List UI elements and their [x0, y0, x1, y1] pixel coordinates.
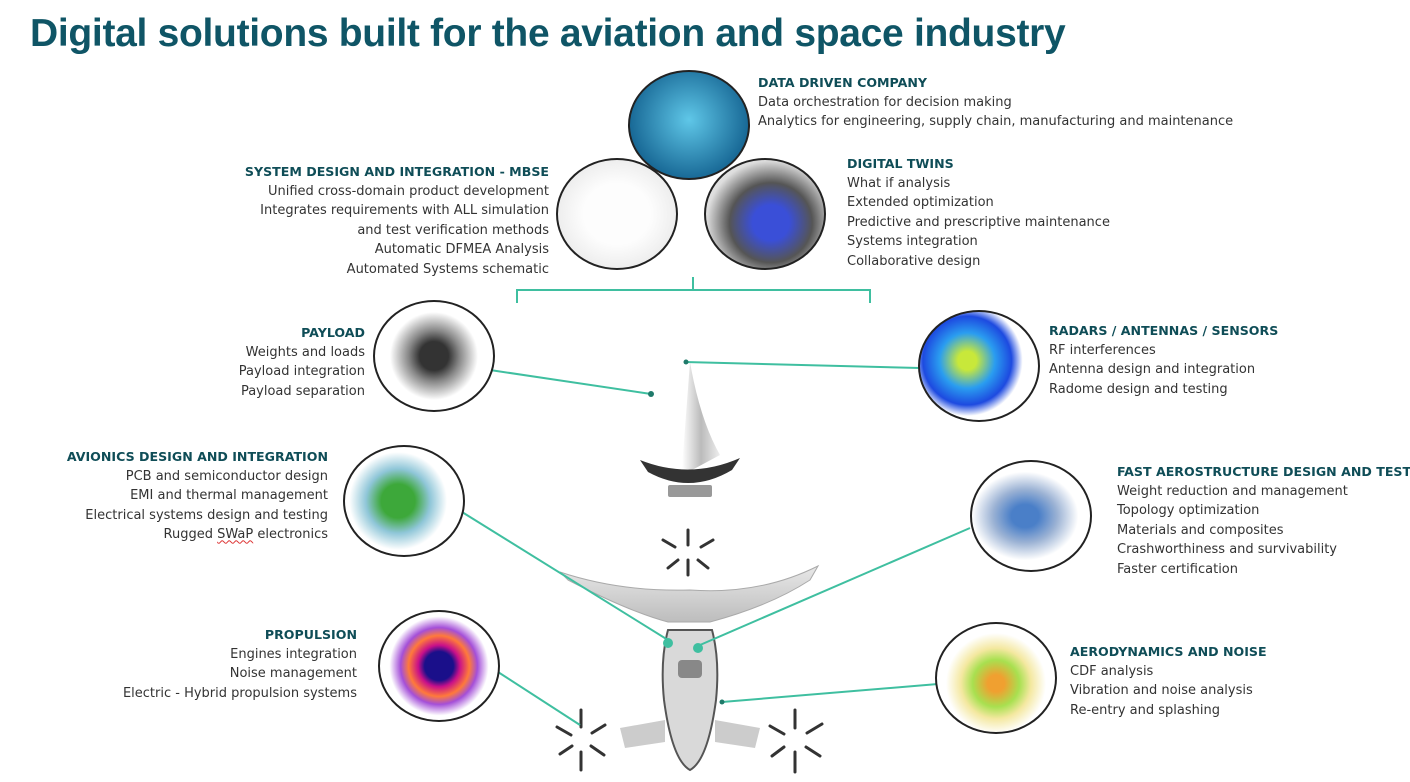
list-item: Rugged SWaP electronics	[67, 525, 328, 545]
aerodynamics-image	[935, 622, 1057, 734]
list-item: Materials and composites	[1117, 522, 1284, 538]
digital-twins-image	[704, 158, 826, 270]
list-item: Collaborative design	[847, 253, 981, 269]
propulsion-image	[378, 610, 500, 722]
list-item-text: electronics	[253, 527, 328, 543]
section-heading: PROPULSION	[264, 627, 357, 642]
list-item: Re-entry and splashing	[1070, 702, 1220, 718]
section-heading: SYSTEM DESIGN AND INTEGRATION - MBSE	[244, 164, 549, 179]
list-item: Predictive and prescriptive maintenance	[847, 214, 1110, 230]
payload-image	[373, 300, 495, 412]
section-heading: AERODYNAMICS AND NOISE	[1070, 644, 1267, 659]
mbse-image	[556, 158, 678, 270]
list-item-text: Rugged	[163, 527, 218, 543]
list-item: Crashworthiness and survivability	[1117, 542, 1337, 558]
list-item: Topology optimization	[1117, 503, 1260, 519]
list-item: Electric - Hybrid propulsion systems	[122, 685, 357, 701]
section-heading: PAYLOAD	[301, 325, 365, 340]
list-item: Electrical systems design and testing	[85, 507, 328, 523]
radars-image	[918, 310, 1040, 422]
list-item: RF interferences	[1049, 342, 1156, 358]
section-mbse: SYSTEM DESIGN AND INTEGRATION - MBSE Uni…	[245, 162, 549, 280]
list-item: What if analysis	[847, 175, 951, 191]
aircraft-illustration	[555, 362, 824, 774]
section-digital-twins: DIGITAL TWINS What if analysis Extended …	[847, 154, 1110, 272]
avionics-image	[343, 445, 465, 557]
list-item: Extended optimization	[847, 195, 994, 211]
list-item: Integrates requirements with ALL simulat…	[260, 203, 549, 219]
section-heading: DATA DRIVEN COMPANY	[758, 75, 928, 90]
section-aerostructure: FAST AEROSTRUCTURE DESIGN AND TEST Weigh…	[1117, 462, 1410, 580]
list-item: Automated Systems schematic	[346, 261, 549, 277]
list-item: Automatic DFMEA Analysis	[374, 242, 549, 258]
data-driven-image	[628, 70, 750, 180]
section-radars: RADARS / ANTENNAS / SENSORS RF interfere…	[1049, 321, 1278, 399]
connector-lines	[461, 277, 971, 726]
list-item: EMI and thermal management	[130, 488, 328, 504]
list-item: Weight reduction and management	[1117, 483, 1348, 499]
list-item: CDF analysis	[1070, 663, 1154, 679]
list-item: Noise management	[229, 666, 357, 682]
list-item: Antenna design and integration	[1049, 362, 1256, 378]
list-item: and test verification methods	[357, 222, 549, 238]
section-heading: AVIONICS DESIGN AND INTEGRATION	[66, 449, 328, 464]
rotor-icon	[555, 528, 824, 774]
list-item: Unified cross-domain product development	[267, 183, 549, 199]
section-aerodynamics: AERODYNAMICS AND NOISE CDF analysis Vibr…	[1070, 642, 1267, 720]
section-data-driven: DATA DRIVEN COMPANY Data orchestration f…	[758, 73, 1233, 132]
list-item: Engines integration	[230, 646, 357, 662]
list-item: Radome design and testing	[1049, 381, 1228, 397]
list-item: Vibration and noise analysis	[1070, 683, 1253, 699]
aerostructure-image	[970, 460, 1092, 572]
list-item: PCB and semiconductor design	[125, 468, 328, 484]
list-item: Weights and loads	[245, 344, 365, 360]
section-propulsion: PROPULSION Engines integration Noise man…	[123, 625, 357, 703]
list-item: Payload integration	[238, 364, 365, 380]
section-avionics: AVIONICS DESIGN AND INTEGRATION PCB and …	[67, 447, 328, 545]
spellcheck-word: SWaP	[217, 527, 254, 543]
list-item: Faster certification	[1117, 561, 1238, 577]
list-item: Payload separation	[240, 383, 365, 399]
page-title: Digital solutions built for the aviation…	[30, 12, 1066, 55]
section-payload: PAYLOAD Weights and loads Payload integr…	[239, 323, 365, 401]
list-item: Analytics for engineering, supply chain,…	[758, 114, 1234, 130]
list-item: Data orchestration for decision making	[758, 94, 1012, 110]
section-heading: FAST AEROSTRUCTURE DESIGN AND TEST	[1117, 464, 1410, 479]
list-item: Systems integration	[847, 234, 978, 250]
section-heading: DIGITAL TWINS	[847, 156, 954, 171]
section-heading: RADARS / ANTENNAS / SENSORS	[1049, 323, 1279, 338]
